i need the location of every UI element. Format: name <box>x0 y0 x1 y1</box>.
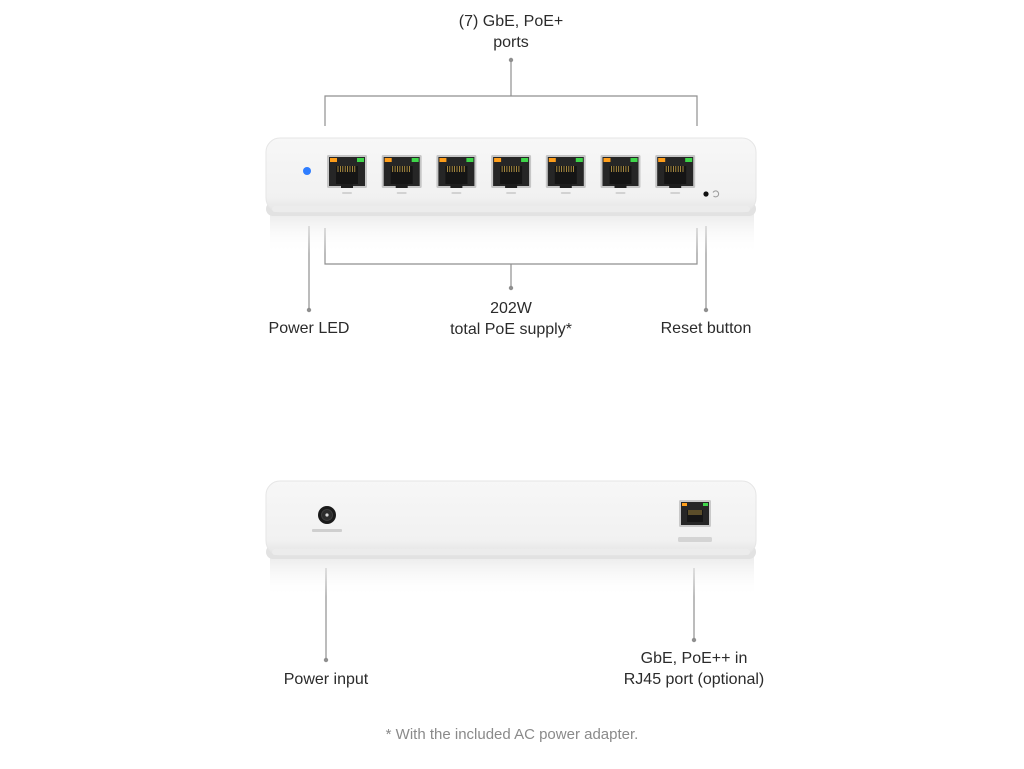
dc-power-jack-icon <box>318 506 336 524</box>
front-ports-group <box>327 155 696 194</box>
reset-button-label: Reset button <box>660 320 752 337</box>
power-input-label: Power input <box>283 671 369 688</box>
uplink-port-line2: RJ45 port (optional) <box>623 671 765 688</box>
port-marking <box>506 192 517 194</box>
footnote: * With the included AC power adapter. <box>385 726 639 743</box>
uplink-port-line1: GbE, PoE++ in <box>640 650 748 667</box>
rj45-port-icon <box>327 155 367 194</box>
callout-dots-back <box>323 637 697 663</box>
port-marking <box>670 192 681 194</box>
port-marking <box>342 192 352 194</box>
port-marking <box>396 192 407 194</box>
rj45-port-icon <box>436 155 477 194</box>
back-reflection <box>270 557 754 597</box>
front-reflection <box>270 214 754 254</box>
power-led-icon <box>303 167 311 175</box>
power-led-label: Power LED <box>268 320 350 337</box>
port-marking <box>451 192 462 194</box>
reset-button-icon[interactable] <box>703 190 720 198</box>
rj45-port-icon <box>491 155 532 194</box>
power-jack-marking <box>312 529 342 532</box>
ports-label-line2: ports <box>493 34 529 51</box>
port-marking <box>560 192 571 194</box>
rj45-port-icon <box>545 155 586 194</box>
ports-label-line1: (7) GbE, PoE+ <box>458 13 564 30</box>
rj45-port-icon <box>600 155 641 194</box>
rj45-port-icon <box>655 155 696 194</box>
callout-dots-front <box>306 57 709 313</box>
poe-supply-line1: 202W <box>490 300 532 317</box>
port-marking <box>615 192 626 194</box>
poe-supply-line2: total PoE supply* <box>450 321 572 338</box>
poe-supply-label: 202W total PoE supply* <box>411 298 611 340</box>
uplink-port-label: GbE, PoE++ in RJ45 port (optional) <box>594 648 794 690</box>
rj45-port-icon <box>381 155 422 194</box>
uplink-rj45-port-icon <box>679 500 711 527</box>
back-switch-body <box>265 480 757 559</box>
uplink-port-marking <box>678 537 712 542</box>
ports-label: (7) GbE, PoE+ ports <box>411 11 611 53</box>
